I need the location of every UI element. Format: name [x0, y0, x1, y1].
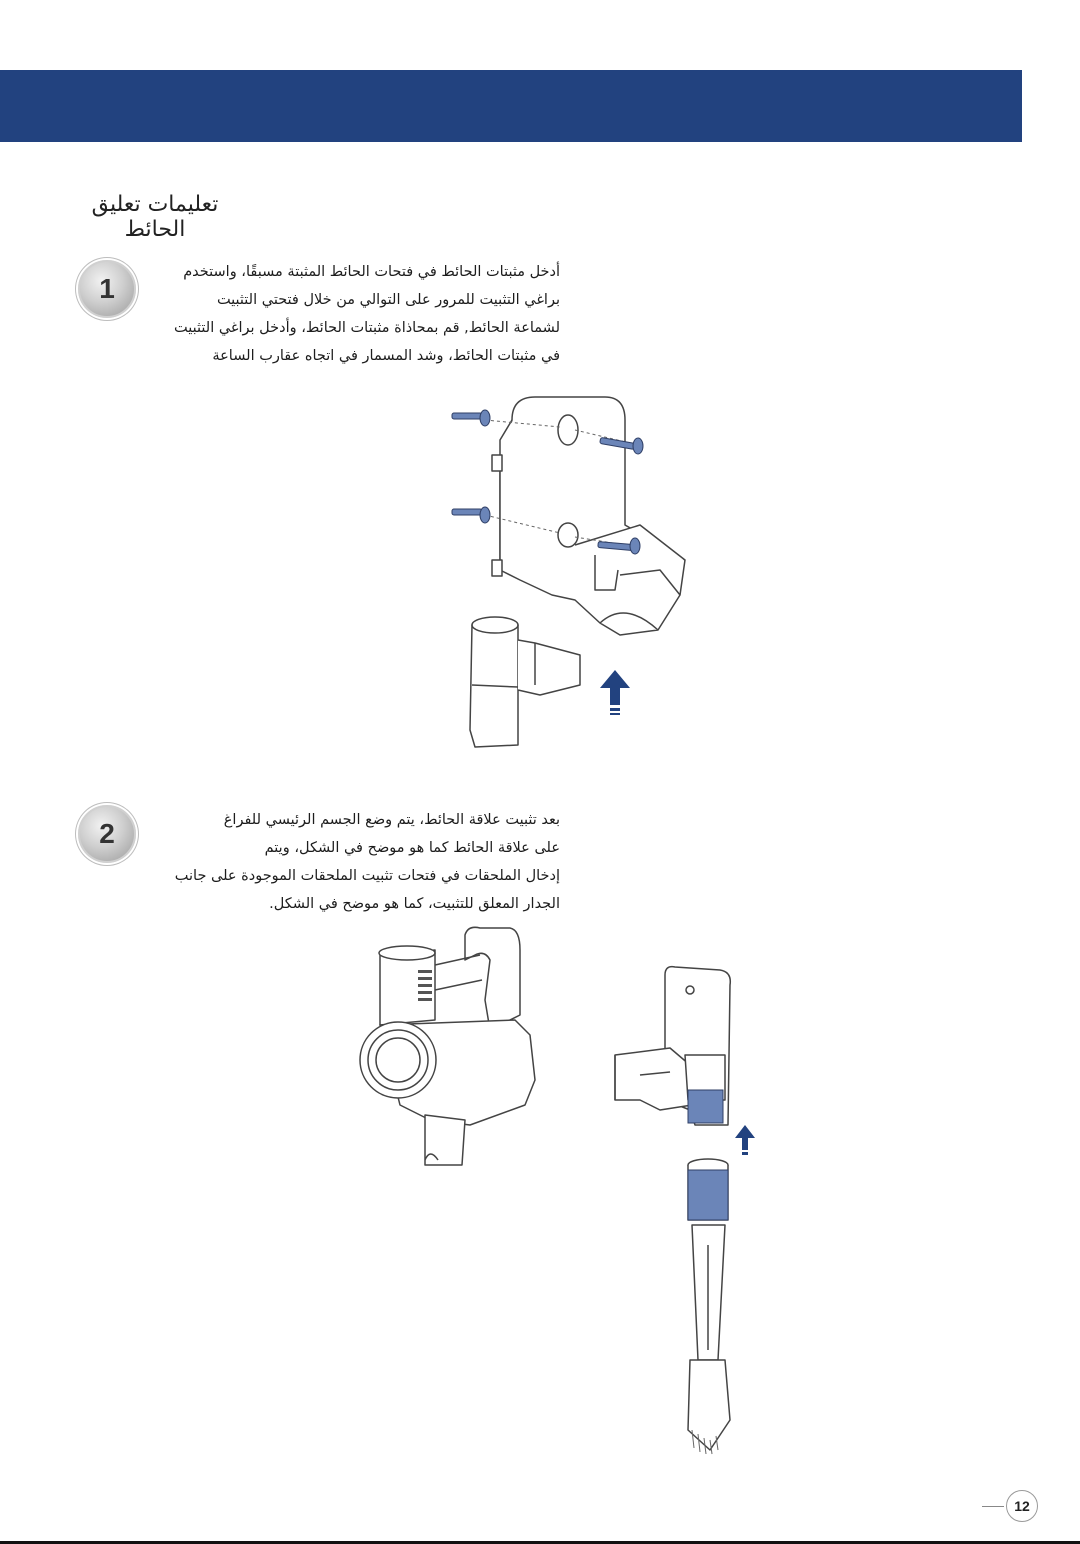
step-2-badge: 2	[78, 805, 136, 863]
section-title: تعليمات تعليق الحائط	[91, 192, 219, 242]
page-number-label: 12	[1006, 1490, 1038, 1522]
step-1-line: لشماعة الحائط, قم بمحاذاة مثبتات الحائط،…	[174, 320, 560, 336]
header-band	[0, 70, 1022, 142]
wall-clip	[469, 616, 581, 748]
up-arrow-icon	[735, 1125, 755, 1155]
step-1-number: 1	[99, 273, 115, 304]
vacuum-body-illustration	[359, 926, 536, 1166]
step-1-line: أدخل مثبتات الحائط في فتحات الحائط المثب…	[183, 264, 560, 280]
accessory-slot	[687, 1089, 724, 1124]
step-2-line: بعد تثبيت علاقة الحائط، يتم وضع الجسم ال…	[223, 812, 560, 828]
step-1-line: في مثبتات الحائط، وشد المسمار في اتجاه ع…	[212, 348, 560, 364]
up-arrow-icon	[600, 670, 630, 715]
step-2-number: 2	[99, 818, 115, 849]
step-1-line: براغي التثبيت للمرور على التوالي من خلال…	[216, 292, 560, 308]
wall-bracket	[491, 396, 686, 636]
tool-collar	[687, 1169, 729, 1221]
screw-icon	[451, 409, 644, 555]
page-number-rule	[982, 1505, 1004, 1507]
wall-mount-illustration	[451, 396, 686, 748]
step-1-badge: 1	[78, 260, 136, 318]
step-2-line: إدخال الملحقات في فتحات تثبيت الملحقات ا…	[174, 868, 560, 884]
step-2-line: على علاقة الحائط كما هو موضح في الشكل، و…	[264, 840, 560, 856]
step-1-text: أدخل مثبتات الحائط في فتحات الحائط المثب…	[140, 258, 560, 370]
accessory-mount-illustration	[614, 965, 755, 1455]
step-2-text: بعد تثبيت علاقة الحائط، يتم وضع الجسم ال…	[140, 806, 560, 918]
bottom-border	[0, 1541, 1080, 1544]
page-number: 12	[982, 1490, 1038, 1522]
step-2-line: الجدار المعلق للتثبيت، كما هو موضح في ال…	[269, 896, 560, 912]
